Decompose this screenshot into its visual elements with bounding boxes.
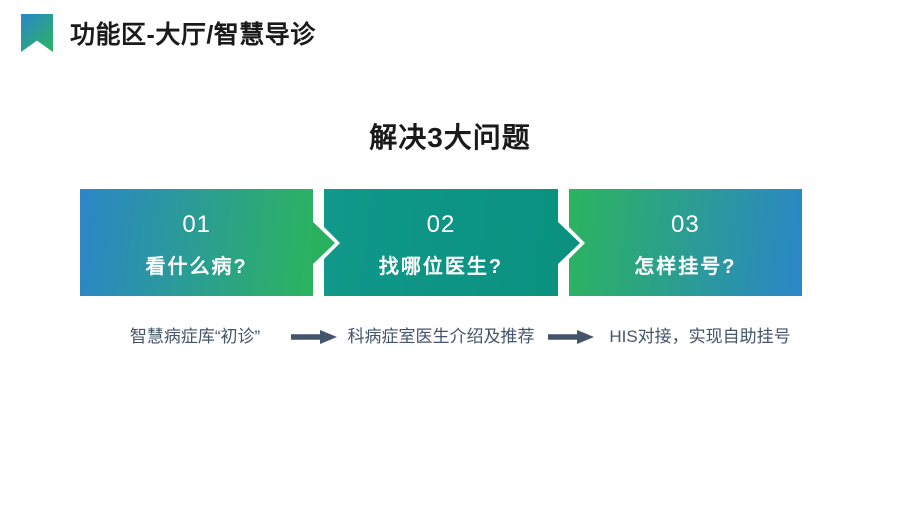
arrow-right-icon: [548, 330, 594, 344]
step-question: 看什么病?: [145, 255, 248, 278]
step-box-1: 01 看什么病?: [80, 189, 341, 296]
step-question: 怎样挂号?: [634, 255, 737, 278]
step-number: 03: [670, 210, 700, 238]
step-number: 01: [182, 210, 212, 238]
chevron-right-icon: [312, 220, 336, 265]
steps-row: 01 看什么病? 02 找哪位医生? 03 怎样挂号?: [80, 189, 802, 296]
chevron-right-icon: [556, 220, 580, 265]
step-box-3: 03 怎样挂号?: [568, 189, 802, 296]
step-number: 02: [426, 210, 456, 238]
slide-title: 功能区-大厅/智慧导诊: [70, 21, 316, 49]
bookmark-icon: [21, 14, 53, 52]
step-question: 找哪位医生?: [378, 255, 504, 278]
caption-step-2: 科病症室医生介绍及推荐: [347, 327, 535, 346]
header: 功能区-大厅/智慧导诊: [21, 14, 316, 52]
caption-step-3: HIS对接，实现自助挂号: [609, 327, 791, 346]
section-heading: 解决3大问题: [369, 122, 531, 153]
arrow-right-icon: [291, 330, 337, 344]
caption-step-1: 智慧病症库“初诊”: [129, 327, 261, 346]
step-box-2: 02 找哪位医生?: [324, 189, 585, 296]
